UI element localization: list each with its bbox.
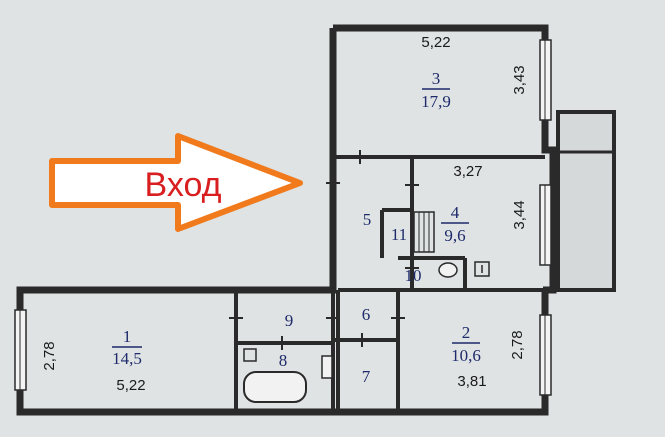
room-3-width: 5,22 — [421, 34, 450, 51]
room-3-area: 17,9 — [421, 92, 451, 111]
room-2-area: 10,6 — [451, 346, 481, 365]
balcony-block — [556, 110, 616, 292]
room-10-number: 10 — [405, 266, 422, 285]
bathtub-icon — [243, 348, 307, 403]
room-4-width: 3,27 — [453, 163, 482, 180]
room-6-number: 6 — [362, 305, 371, 324]
room-1-number: 1 — [123, 327, 132, 346]
windows — [14, 39, 552, 396]
room-2-depth: 2,78 — [509, 330, 526, 359]
entrance-label: Вход — [145, 166, 222, 204]
room-2-number: 2 — [462, 323, 471, 342]
toilet-icon — [438, 262, 458, 278]
room-2-width: 3,81 — [457, 373, 486, 390]
interior-walls — [234, 155, 545, 412]
room-4-area: 9,6 — [444, 226, 465, 245]
room-3-number: 3 — [432, 69, 441, 88]
room-4-depth: 3,44 — [511, 200, 528, 229]
room-8-number: 8 — [279, 351, 288, 370]
stove-icon — [474, 261, 490, 277]
room-11-number: 11 — [391, 225, 407, 244]
room-1-depth: 2,78 — [41, 341, 58, 370]
room-1-area: 14,5 — [112, 349, 142, 368]
doors — [229, 150, 419, 350]
room-7-number: 7 — [362, 367, 371, 386]
cabinet-icon — [413, 211, 435, 253]
room-1-width: 5,22 — [116, 377, 145, 394]
room-5-number: 5 — [363, 210, 372, 229]
entrance-arrow: Вход — [49, 133, 303, 232]
room-4-number: 4 — [451, 203, 460, 222]
washbasin-icon — [321, 355, 333, 379]
room-9-number: 9 — [285, 311, 294, 330]
room-3-depth: 3,43 — [511, 65, 528, 94]
